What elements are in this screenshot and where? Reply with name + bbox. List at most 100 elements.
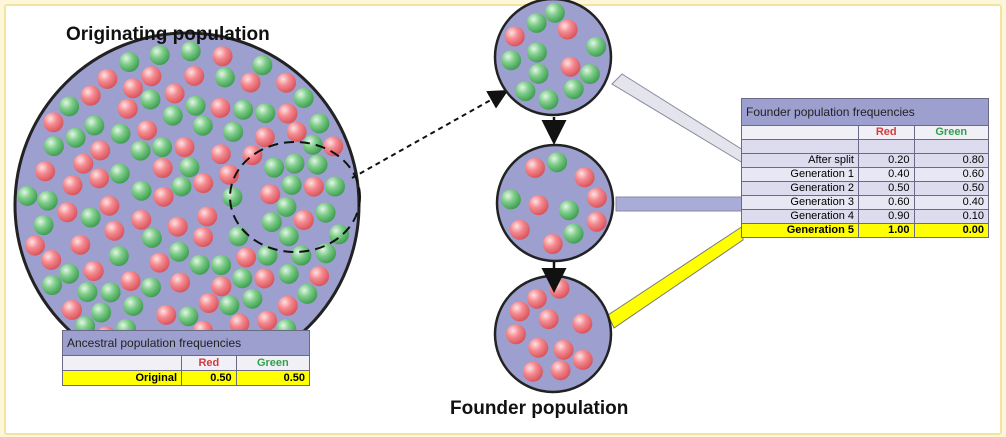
red-ball: [70, 234, 91, 255]
founder-frequency-table: Founder population frequencies Red Green…: [741, 98, 990, 238]
red-ball: [525, 157, 545, 178]
ancestral-frequency-table: Ancestral population frequencies Red Gre…: [62, 330, 311, 386]
row-label: Generation 5: [741, 223, 859, 238]
split-dashed-arrow: [351, 90, 509, 179]
red-ball: [193, 227, 213, 247]
row-green-value: 0.10: [913, 209, 990, 224]
red-ball: [260, 184, 281, 205]
green-ball: [297, 283, 318, 304]
red-ball: [586, 187, 607, 208]
green-ball: [252, 55, 273, 76]
table-row: After split 0.20 0.80: [741, 153, 990, 168]
red-ball: [212, 46, 233, 67]
row-label: Original: [62, 370, 182, 386]
green-ball: [169, 241, 189, 262]
red-ball: [62, 175, 83, 196]
red-ball: [542, 234, 563, 254]
row-label: Generation 3: [741, 195, 859, 210]
row-green-value: 0.80: [913, 153, 990, 168]
row-red-value: 0.90: [858, 209, 915, 224]
red-ball: [277, 295, 298, 316]
red-ball: [528, 337, 549, 358]
connector-after-split: [611, 73, 744, 164]
green-ball: [325, 176, 345, 197]
red-ball: [25, 235, 45, 256]
founder-table-caption: Founder population frequencies: [741, 98, 989, 126]
row-green-value: 0.40: [913, 195, 990, 210]
red-ball: [504, 26, 525, 47]
green-ball: [65, 127, 86, 148]
green-ball: [42, 275, 62, 295]
red-ball: [509, 219, 530, 240]
green-ball: [544, 2, 565, 23]
green-ball: [185, 95, 206, 116]
green-ball: [222, 187, 243, 208]
founder-table-header-blank: [741, 125, 859, 140]
green-ball: [233, 99, 254, 120]
green-ball: [255, 103, 276, 124]
founder-table-header-red: Red: [858, 125, 915, 140]
red-ball: [219, 164, 239, 185]
row-green-value: 0.50: [913, 181, 990, 196]
red-ball: [254, 268, 275, 289]
red-ball: [240, 72, 261, 93]
green-ball: [100, 282, 121, 303]
red-ball: [277, 103, 298, 124]
table-row: Generation 2 0.50 0.50: [741, 181, 990, 196]
red-ball: [89, 168, 109, 189]
founder-balls-after-split: [501, 2, 607, 110]
green-ball: [257, 245, 278, 266]
green-ball: [538, 89, 559, 110]
table-row: Generation 4 0.90 0.10: [741, 209, 990, 224]
green-ball: [223, 121, 244, 142]
red-ball: [528, 195, 549, 216]
red-ball: [254, 127, 275, 148]
red-ball: [83, 261, 104, 281]
green-ball: [119, 52, 140, 72]
red-ball: [90, 140, 111, 161]
originating-population-title: Originating population: [66, 24, 270, 45]
red-ball: [122, 78, 143, 99]
table-row: Generation 1 0.40 0.60: [741, 167, 990, 182]
green-ball: [547, 152, 568, 173]
red-ball: [210, 97, 231, 118]
founder-population-title: Founder population: [450, 398, 629, 419]
green-ball: [563, 79, 584, 100]
red-ball: [538, 309, 559, 330]
connector-generation-5: [607, 225, 744, 329]
red-ball: [193, 173, 214, 194]
red-ball: [137, 120, 157, 141]
red-ball: [149, 252, 170, 273]
table-row-highlighted: Original 0.50 0.50: [62, 370, 311, 386]
red-ball: [257, 310, 278, 331]
green-ball: [278, 226, 299, 247]
green-ball: [109, 163, 130, 184]
green-ball: [123, 295, 144, 316]
green-ball: [131, 180, 152, 201]
red-ball: [522, 361, 543, 382]
red-ball: [303, 176, 324, 197]
red-ball: [35, 161, 56, 182]
red-ball: [80, 85, 101, 106]
row-green-value: 0.60: [913, 167, 990, 182]
green-ball: [130, 140, 151, 161]
table-row-highlighted: Generation 5 1.00 0.00: [741, 223, 990, 238]
green-ball: [302, 134, 323, 155]
green-ball: [315, 202, 336, 223]
red-ball: [526, 288, 547, 309]
red-ball: [560, 56, 581, 77]
row-green-value: 0.00: [913, 223, 990, 238]
founder-table-header-green: Green: [913, 125, 990, 140]
green-ball: [228, 226, 249, 247]
green-ball: [219, 295, 240, 316]
red-ball: [323, 136, 344, 157]
red-ball: [97, 68, 118, 89]
founder-balls-generation-3: [500, 152, 607, 254]
green-ball: [108, 246, 129, 267]
red-ball: [104, 220, 125, 241]
green-ball: [162, 105, 183, 126]
green-ball: [293, 87, 314, 108]
row-red-value: 1.00: [858, 223, 915, 238]
green-ball: [528, 63, 549, 84]
green-ball: [278, 263, 299, 284]
